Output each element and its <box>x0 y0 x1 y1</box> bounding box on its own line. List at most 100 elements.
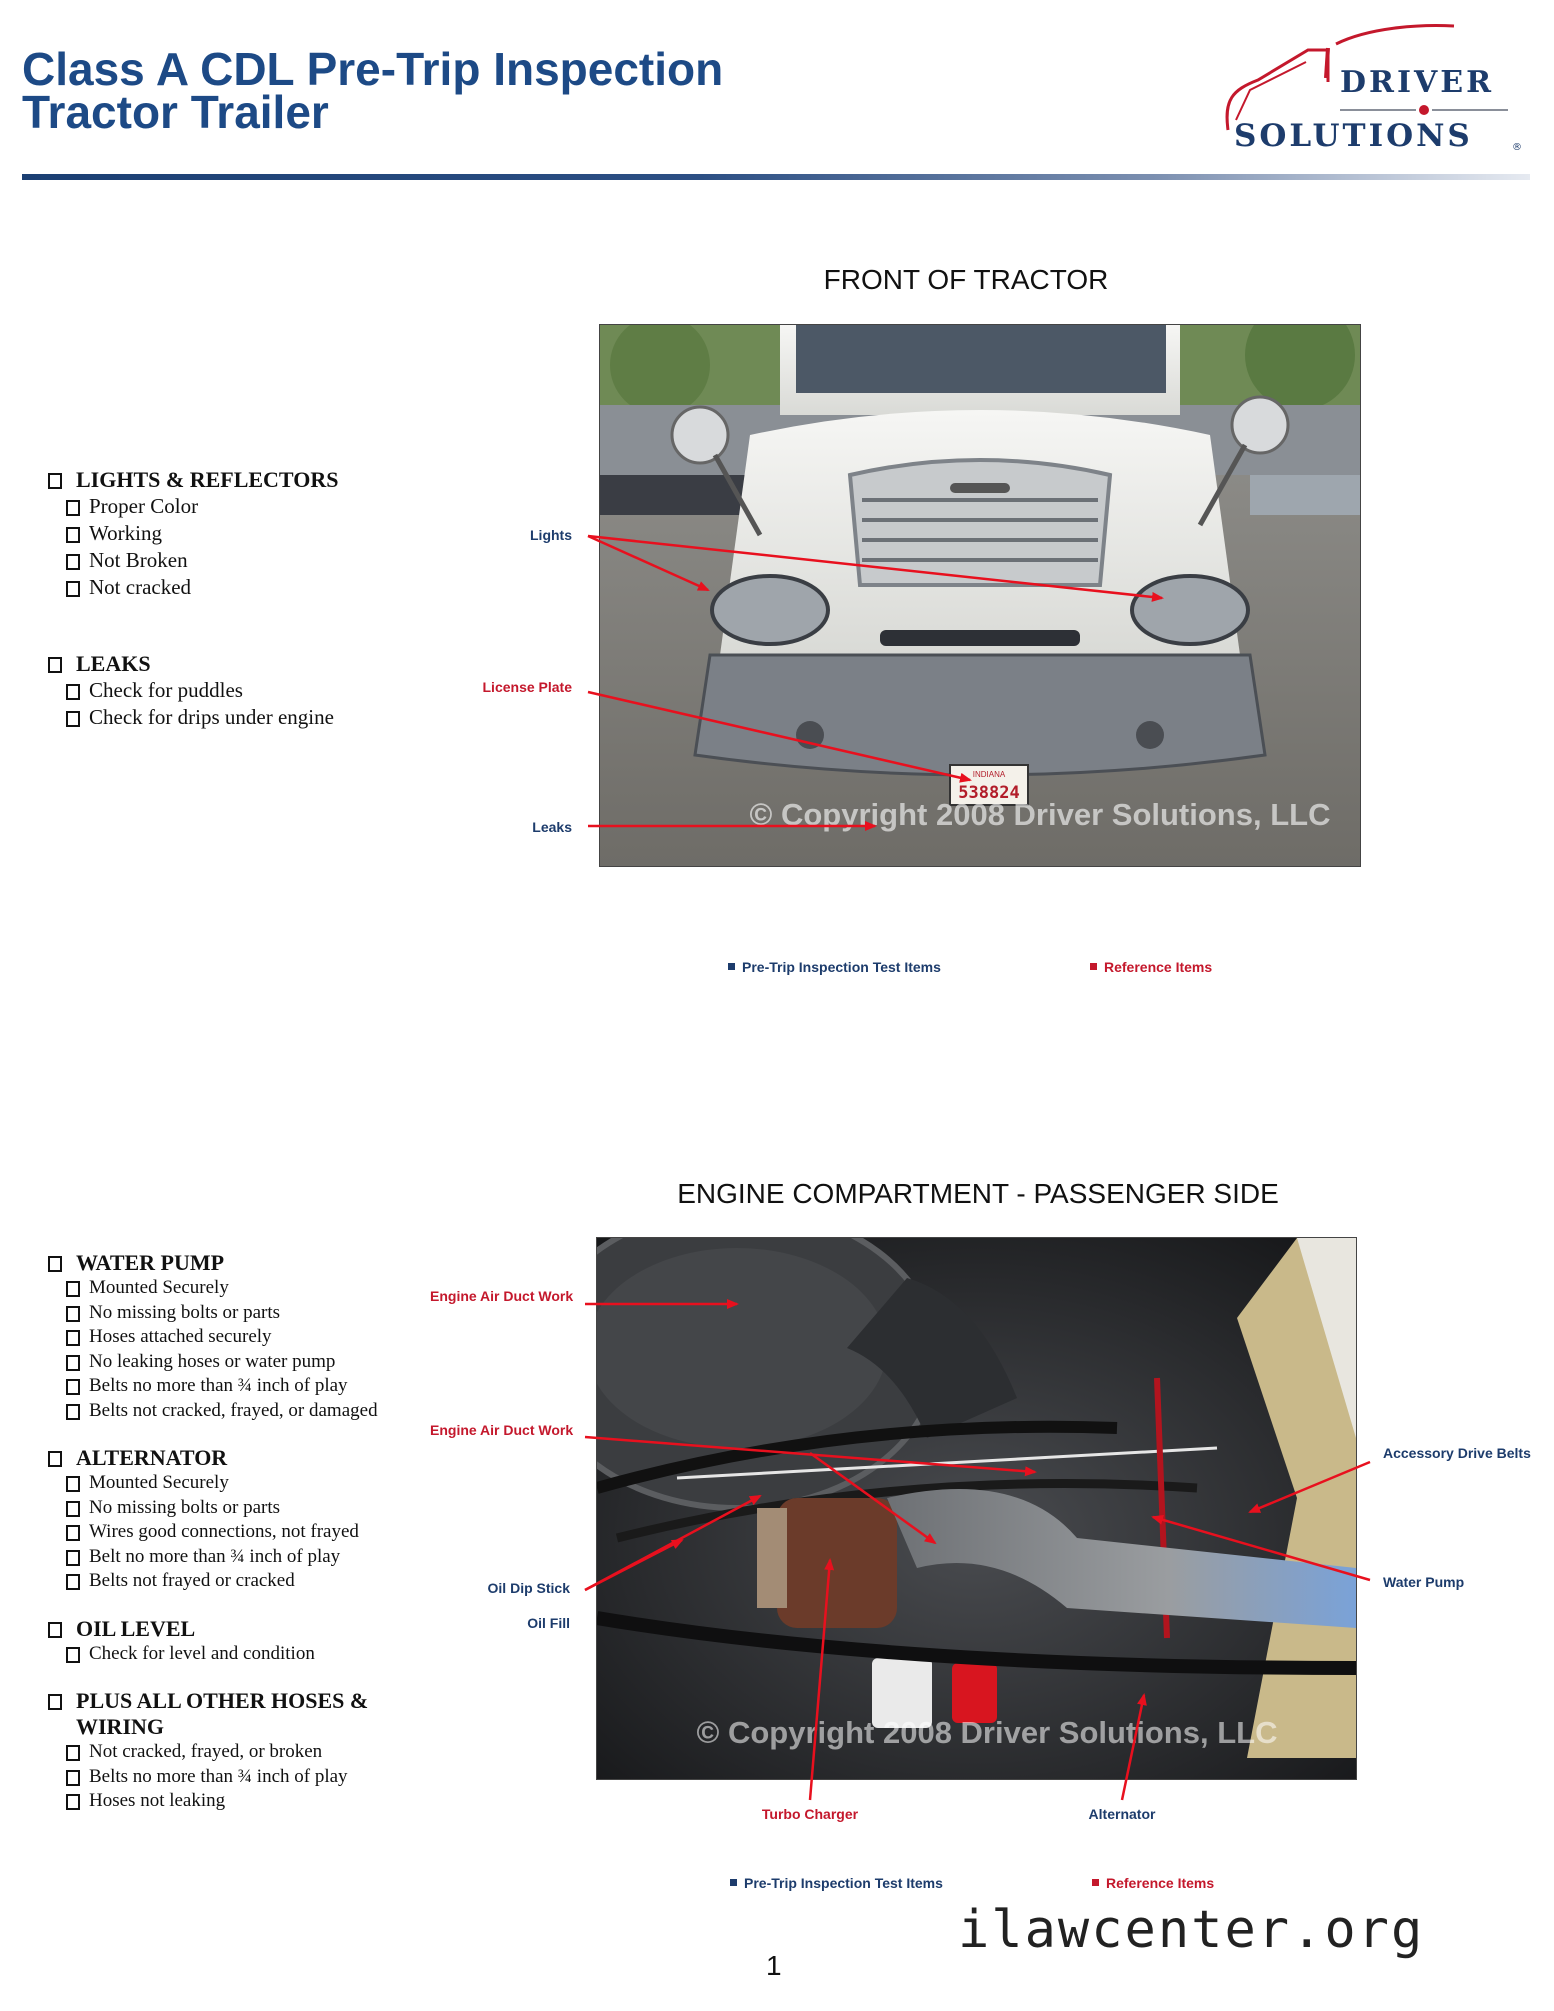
checkbox-icon[interactable] <box>48 1256 62 1272</box>
checklist-group-lights: LIGHTS & REFLECTORS Proper Color Working… <box>46 467 426 601</box>
checkbox-icon[interactable] <box>66 1574 80 1591</box>
checklist-front: LIGHTS & REFLECTORS Proper Color Working… <box>46 467 426 757</box>
checkbox-icon[interactable] <box>66 580 80 597</box>
site-watermark: ilawcenter.org <box>958 1900 1425 1960</box>
checkbox-icon[interactable] <box>66 1745 80 1762</box>
list-item: No missing bolts or parts <box>66 1301 416 1326</box>
callout-alternator: Alternator <box>1088 1806 1156 1822</box>
checkbox-icon[interactable] <box>66 1525 80 1542</box>
list-item: Hoses attached securely <box>66 1325 416 1350</box>
section-heading-engine-compartment: ENGINE COMPARTMENT - PASSENGER SIDE <box>677 1178 1279 1209</box>
checklist-group-leaks: LEAKS Check for puddles Check for drips … <box>46 651 426 731</box>
driver-solutions-logo: DRIVER SOLUTIONS ® <box>1218 20 1528 162</box>
checkbox-icon[interactable] <box>66 1794 80 1811</box>
group-title: LEAKS <box>76 651 151 676</box>
checklist-group-hoses-wiring: PLUS ALL OTHER HOSES & WIRING Not cracke… <box>46 1688 416 1814</box>
photo-engine-compartment: © Copyright 2008 Driver Solutions, LLC <box>596 1237 1357 1780</box>
callout-leaks: Leaks <box>532 819 572 835</box>
checkbox-icon[interactable] <box>66 526 80 543</box>
list-item: Belt no more than ¾ inch of play <box>66 1545 416 1570</box>
checklist-group-alternator: ALTERNATOR Mounted Securely No missing b… <box>46 1445 416 1594</box>
checkbox-icon[interactable] <box>66 1476 80 1493</box>
title-line-1: Class A CDL Pre-Trip Inspection <box>22 43 724 95</box>
callout-license-plate: License Plate <box>482 679 573 695</box>
checkbox-icon[interactable] <box>66 553 80 570</box>
legend-test-items: Pre-Trip Inspection Test Items <box>730 1875 943 1891</box>
checkbox-icon[interactable] <box>66 1330 80 1347</box>
legend-square-red-icon <box>1092 1879 1099 1886</box>
legend-test-items: Pre-Trip Inspection Test Items <box>728 959 941 975</box>
list-item: No missing bolts or parts <box>66 1496 416 1521</box>
checkbox-icon[interactable] <box>66 683 80 700</box>
checkbox-icon[interactable] <box>66 710 80 727</box>
list-item: Hoses not leaking <box>66 1789 416 1814</box>
callout-lights: Lights <box>530 527 572 543</box>
group-title: OIL LEVEL <box>76 1615 196 1641</box>
checkbox-icon[interactable] <box>66 1281 80 1298</box>
list-item: Belts not cracked, frayed, or damaged <box>66 1399 416 1424</box>
group-title: PLUS ALL OTHER HOSES & WIRING <box>76 1688 369 1739</box>
list-item: Not cracked <box>66 574 426 601</box>
title-line-2: Tractor Trailer <box>22 86 329 138</box>
checkbox-icon[interactable] <box>66 1769 80 1786</box>
callout-accessory-drive-belts: Accessory Drive Belts <box>1383 1445 1531 1461</box>
checkbox-icon[interactable] <box>66 1646 80 1663</box>
checkbox-icon[interactable] <box>48 657 62 673</box>
list-item: Check for level and condition <box>66 1642 416 1667</box>
list-item: Proper Color <box>66 493 426 520</box>
legend-reference-items: Reference Items <box>1092 1875 1214 1891</box>
list-item: No leaking hoses or water pump <box>66 1350 416 1375</box>
checkbox-icon[interactable] <box>48 473 62 489</box>
legend-square-red-icon <box>1090 963 1097 970</box>
logo-registered-mark: ® <box>1512 142 1522 153</box>
checkbox-icon[interactable] <box>48 1621 62 1638</box>
photo-front-of-tractor: INDIANA 538824 © Copyright 2008 Driver S… <box>599 324 1361 867</box>
list-item: Not Broken <box>66 547 426 574</box>
callout-oil-fill: Oil Fill <box>527 1615 570 1631</box>
checkbox-icon[interactable] <box>66 1500 80 1517</box>
callout-turbo-charger: Turbo Charger <box>761 1806 859 1822</box>
group-title: WATER PUMP <box>76 1250 225 1275</box>
checkbox-icon[interactable] <box>48 1694 62 1710</box>
callout-engine-air-duct-2: Engine Air Duct Work <box>430 1422 574 1438</box>
logo-word-driver: DRIVER <box>1340 65 1494 100</box>
page-title: Class A CDL Pre-Trip Inspection Tractor … <box>22 43 724 138</box>
legend-square-blue-icon <box>728 963 735 970</box>
list-item: Check for drips under engine <box>66 704 426 731</box>
logo-dot-icon <box>1419 105 1429 115</box>
checkbox-icon[interactable] <box>66 1354 80 1371</box>
license-plate: INDIANA 538824 <box>949 764 1029 806</box>
checkbox-icon[interactable] <box>66 1403 80 1420</box>
plate-number: 538824 <box>958 783 1019 803</box>
list-item: Not cracked, frayed, or broken <box>66 1740 416 1765</box>
legend-square-blue-icon <box>730 1879 737 1886</box>
logo-truck-swoosh <box>1225 24 1455 131</box>
list-item: Mounted Securely <box>66 1471 416 1496</box>
checkbox-icon[interactable] <box>66 499 80 516</box>
list-item: Belts not frayed or cracked <box>66 1569 416 1594</box>
checklist-engine: WATER PUMP Mounted Securely No missing b… <box>46 1250 416 1836</box>
checklist-group-oil-level: OIL LEVEL Check for level and condition <box>46 1616 416 1667</box>
photo-copyright-watermark: © Copyright 2008 Driver Solutions, LLC <box>697 1715 1278 1750</box>
header-rule <box>22 174 1530 180</box>
checklist-group-water-pump: WATER PUMP Mounted Securely No missing b… <box>46 1250 416 1423</box>
page-number: 1 <box>766 1950 782 1981</box>
list-item: Mounted Securely <box>66 1276 416 1301</box>
callout-oil-dip-stick: Oil Dip Stick <box>487 1580 570 1596</box>
checkbox-icon[interactable] <box>66 1549 80 1566</box>
photo-copyright-watermark: © Copyright 2008 Driver Solutions, LLC <box>750 797 1331 832</box>
group-title: LIGHTS & REFLECTORS <box>76 467 339 492</box>
plate-state: INDIANA <box>973 770 1006 779</box>
checkbox-icon[interactable] <box>66 1305 80 1322</box>
list-item: Wires good connections, not frayed <box>66 1520 416 1545</box>
legend-reference-items: Reference Items <box>1090 959 1212 975</box>
checkbox-icon[interactable] <box>48 1451 62 1467</box>
list-item: Working <box>66 520 426 547</box>
list-item: Check for puddles <box>66 677 426 704</box>
callout-engine-air-duct-1: Engine Air Duct Work <box>430 1288 574 1304</box>
checkbox-icon[interactable] <box>66 1379 80 1396</box>
list-item: Belts no more than ¾ inch of play <box>66 1374 416 1399</box>
section-heading-front-of-tractor: FRONT OF TRACTOR <box>823 264 1109 295</box>
logo-word-solutions: SOLUTIONS <box>1234 118 1473 154</box>
list-item: Belts no more than ¾ inch of play <box>66 1765 416 1790</box>
